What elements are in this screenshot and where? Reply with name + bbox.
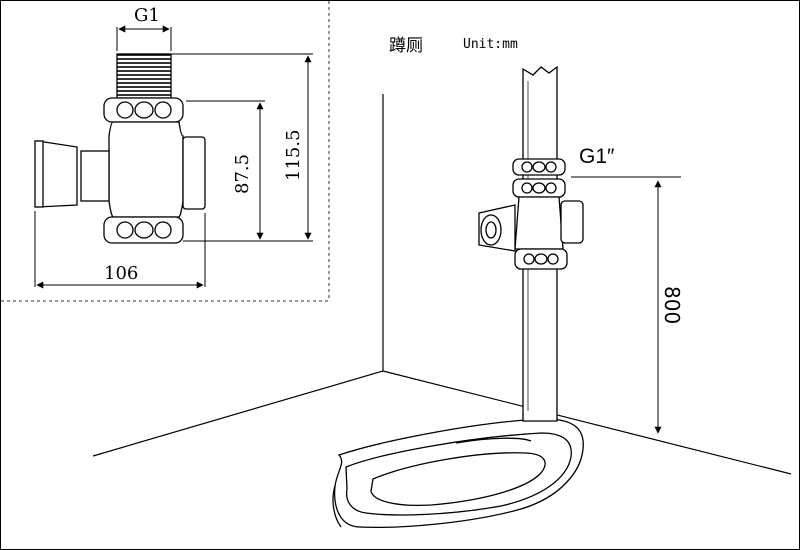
detail-thread-label: G1 [134, 5, 160, 26]
installed-valve [478, 158, 584, 270]
valve-detail [34, 53, 206, 244]
drawing-title: 蹲厕 [389, 36, 423, 56]
detail-inner-height-label: 87.5 [232, 153, 253, 194]
units-label: Unit:mm [463, 37, 518, 52]
installation-thread-label: G1″ [579, 145, 615, 168]
detail-frame [1, 1, 330, 302]
detail-outer-height-label: 115.5 [283, 129, 304, 181]
installation-dimensions [571, 176, 681, 434]
mount-height-label: 800 [660, 286, 684, 325]
squat-toilet [332, 418, 584, 529]
detail-dimensions [34, 25, 313, 289]
detail-width-label: 106 [104, 263, 139, 284]
room-walls [92, 94, 792, 475]
